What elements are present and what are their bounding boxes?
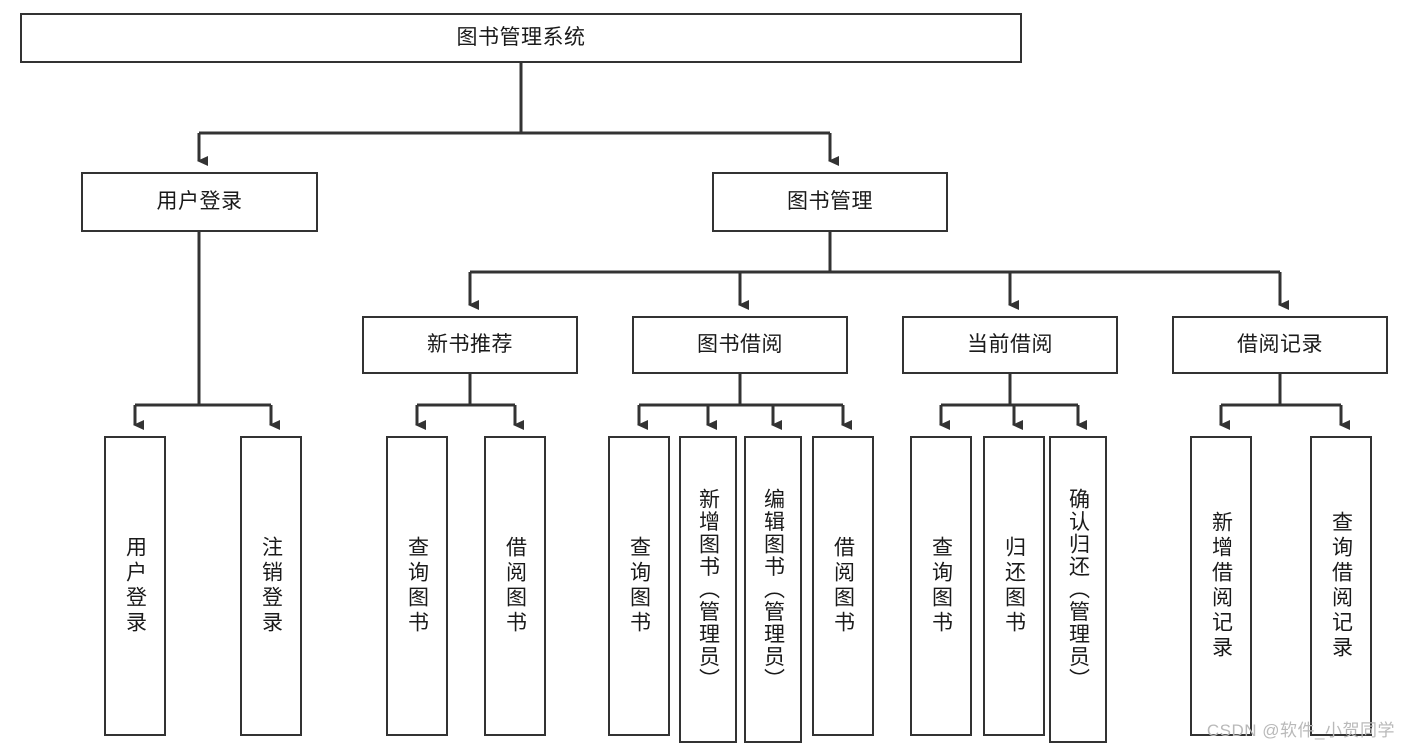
- node-leaf-confirm-return[interactable]: 确认归还（管理员）: [1049, 436, 1107, 743]
- node-leaf-borrow-book-brw[interactable]: 借阅图书: [812, 436, 874, 736]
- node-leaf-add-record-label: 新增借阅记录: [1209, 511, 1233, 661]
- node-leaf-edit-book-label: 编辑图书（管理员）: [761, 488, 785, 691]
- node-leaf-query-book-brw-label: 查询图书: [627, 536, 651, 636]
- node-leaf-query-record[interactable]: 查询借阅记录: [1310, 436, 1372, 736]
- node-leaf-borrow-book-rec-label: 借阅图书: [503, 536, 527, 636]
- node-book-borrow-label: 图书借阅: [697, 332, 783, 356]
- node-book-borrow[interactable]: 图书借阅: [632, 316, 848, 374]
- node-leaf-query-record-label: 查询借阅记录: [1329, 511, 1353, 661]
- node-new-book-recommend[interactable]: 新书推荐: [362, 316, 578, 374]
- node-user-login[interactable]: 用户登录: [81, 172, 318, 232]
- node-borrow-record[interactable]: 借阅记录: [1172, 316, 1388, 374]
- node-leaf-query-book-cur[interactable]: 查询图书: [910, 436, 972, 736]
- node-leaf-confirm-return-label: 确认归还（管理员）: [1066, 488, 1090, 691]
- node-root[interactable]: 图书管理系统: [20, 13, 1022, 63]
- node-leaf-edit-book[interactable]: 编辑图书（管理员）: [744, 436, 802, 743]
- node-leaf-logout[interactable]: 注销登录: [240, 436, 302, 736]
- csdn-watermark: CSDN @软件_小贺同学: [1206, 721, 1395, 740]
- node-new-book-recommend-label: 新书推荐: [427, 332, 513, 356]
- node-leaf-add-record[interactable]: 新增借阅记录: [1190, 436, 1252, 736]
- node-leaf-borrow-book-brw-label: 借阅图书: [831, 536, 855, 636]
- node-leaf-borrow-book-rec[interactable]: 借阅图书: [484, 436, 546, 736]
- node-leaf-add-book[interactable]: 新增图书（管理员）: [679, 436, 737, 743]
- node-leaf-add-book-label: 新增图书（管理员）: [696, 488, 720, 691]
- node-leaf-query-book-cur-label: 查询图书: [929, 536, 953, 636]
- node-leaf-return-book-label: 归还图书: [1002, 536, 1026, 636]
- node-leaf-query-book-rec[interactable]: 查询图书: [386, 436, 448, 736]
- node-leaf-user-login[interactable]: 用户登录: [104, 436, 166, 736]
- node-user-login-label: 用户登录: [156, 189, 243, 213]
- node-root-label: 图书管理系统: [456, 25, 586, 49]
- node-book-manage-label: 图书管理: [787, 189, 873, 213]
- node-book-manage[interactable]: 图书管理: [712, 172, 948, 232]
- node-borrow-record-label: 借阅记录: [1237, 332, 1323, 356]
- node-current-borrow-label: 当前借阅: [967, 332, 1053, 356]
- node-leaf-query-book-rec-label: 查询图书: [405, 536, 429, 636]
- node-leaf-query-book-brw[interactable]: 查询图书: [608, 436, 670, 736]
- node-current-borrow[interactable]: 当前借阅: [902, 316, 1118, 374]
- node-leaf-return-book[interactable]: 归还图书: [983, 436, 1045, 736]
- node-leaf-logout-label: 注销登录: [259, 536, 283, 636]
- node-leaf-user-login-label: 用户登录: [123, 536, 147, 636]
